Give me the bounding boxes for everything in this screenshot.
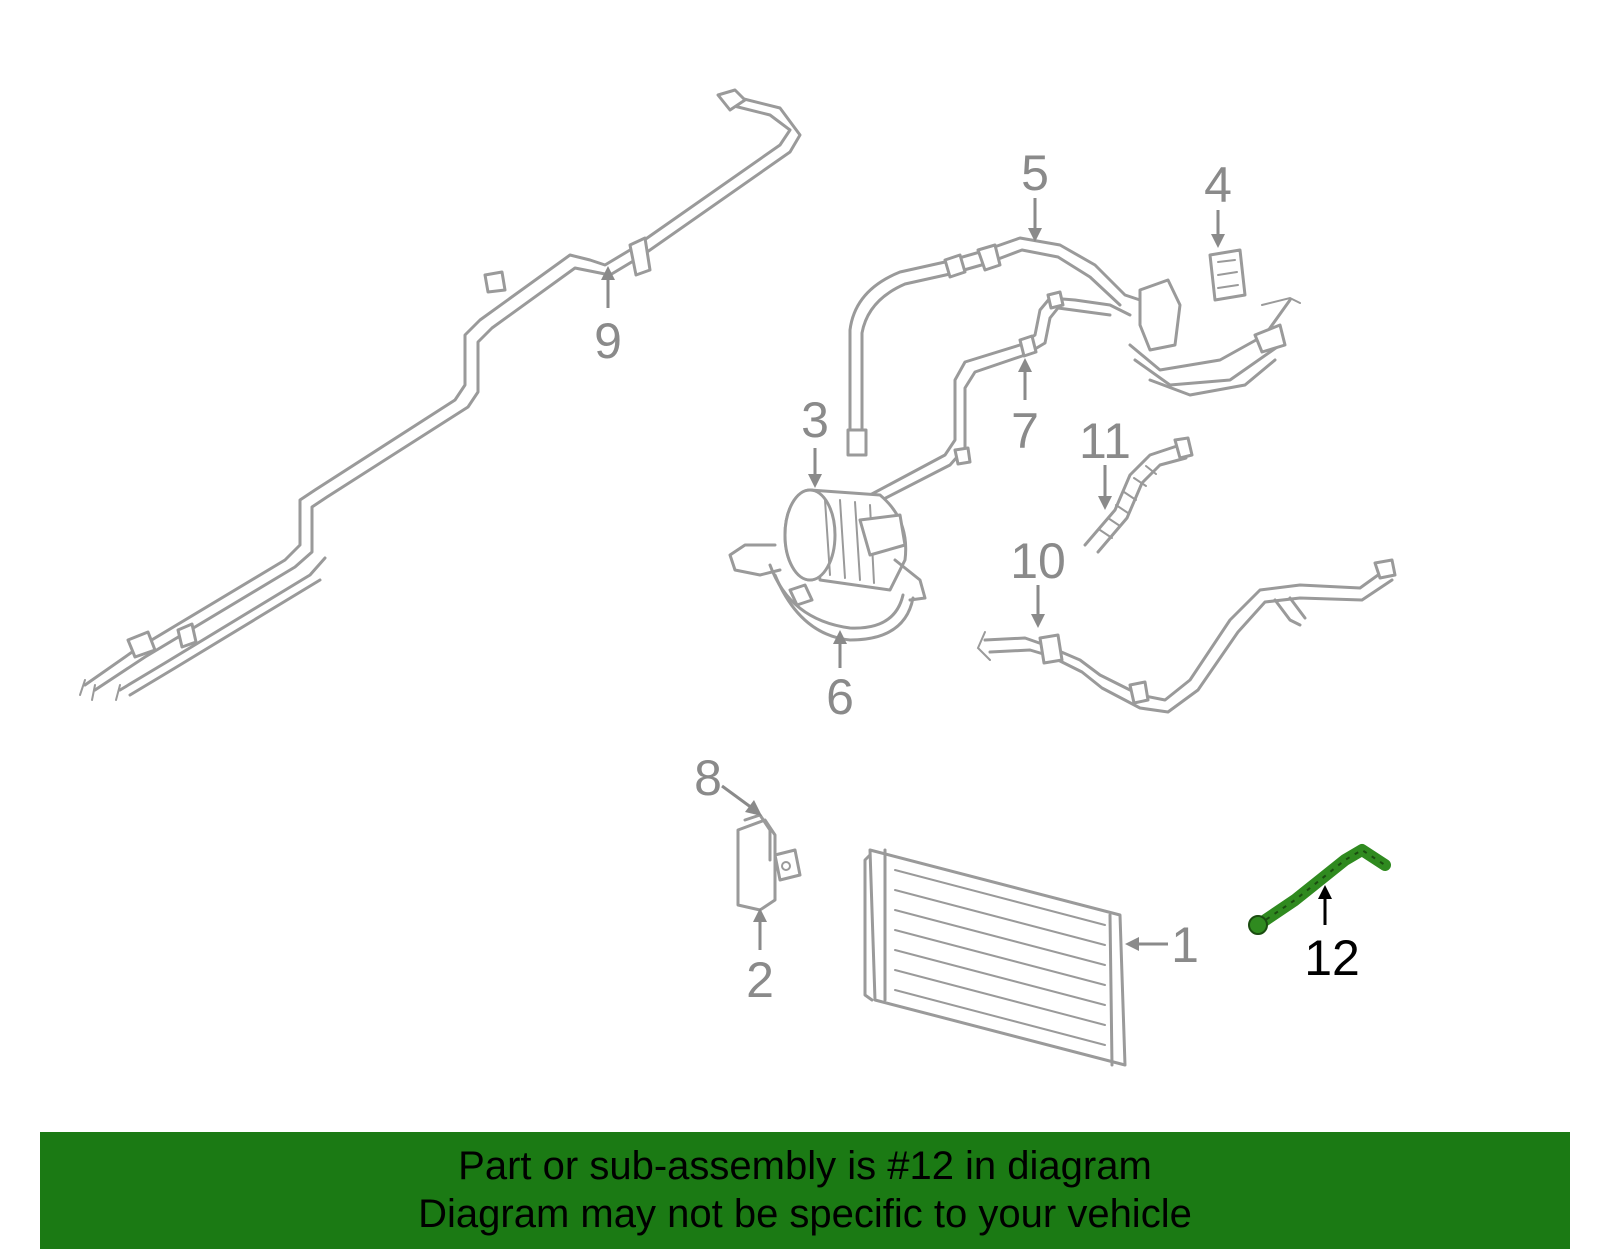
callout-label-1: 1 (1171, 917, 1199, 973)
callout-label-11: 11 (1079, 413, 1131, 469)
callout-label-7: 7 (1011, 403, 1039, 459)
part-12-hose[interactable] (1248, 844, 1391, 935)
part-4-block[interactable] (1208, 248, 1247, 302)
callout-label-12: 12 (1304, 930, 1360, 986)
part-6-hose[interactable] (768, 563, 915, 642)
callout-arrows (601, 198, 1332, 951)
callout-label-6: 6 (826, 669, 854, 725)
callout-label-9: 9 (594, 313, 622, 369)
callout-label-3: 3 (801, 392, 829, 448)
banner-line-2: Diagram may not be specific to your vehi… (418, 1192, 1192, 1236)
part-7-line[interactable] (868, 290, 1132, 507)
part-5-line[interactable] (846, 236, 1301, 457)
info-banner: Part or sub-assembly is #12 in diagram D… (40, 1132, 1570, 1249)
callout-label-5: 5 (1021, 145, 1049, 201)
banner-line-1: Part or sub-assembly is #12 in diagram (458, 1144, 1152, 1188)
parts-diagram: 9 5 4 7 3 11 10 6 8 2 1 12 (79, 88, 1397, 1067)
callout-label-8: 8 (694, 750, 722, 806)
part-8-bracket[interactable] (736, 813, 802, 912)
callout-label-2: 2 (746, 952, 774, 1008)
part-3-compressor[interactable] (728, 488, 927, 602)
part-10-line[interactable] (976, 558, 1397, 714)
part-1-condenser[interactable] (863, 848, 1127, 1067)
callout-label-4: 4 (1204, 157, 1232, 213)
callout-label-10: 10 (1010, 533, 1066, 589)
part-9-line[interactable] (79, 88, 802, 701)
part-11-hose[interactable] (1083, 436, 1194, 554)
callout-labels: 9 5 4 7 3 11 10 6 8 2 1 12 (594, 145, 1360, 1008)
